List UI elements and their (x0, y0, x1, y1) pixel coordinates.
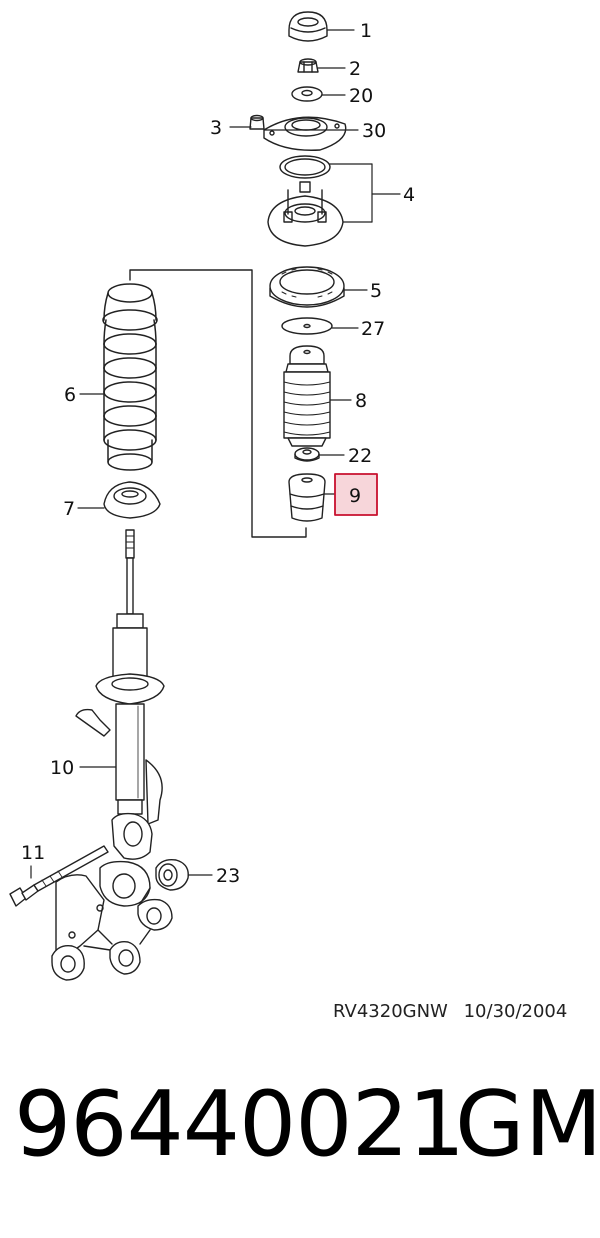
brand-name: GM (455, 1072, 600, 1177)
callout-30[interactable]: 30 (362, 120, 386, 142)
part-small-nut (249, 114, 265, 130)
part-knuckle (51, 708, 173, 981)
part-spring-seat (103, 481, 161, 519)
part-bearing (269, 266, 345, 308)
callout-4[interactable]: 4 (403, 184, 415, 206)
callout-20[interactable]: 20 (349, 85, 373, 107)
part-upper-plate (263, 116, 347, 151)
callout-27[interactable]: 27 (361, 318, 385, 340)
callout-10[interactable]: 10 (50, 757, 74, 779)
part-cap (288, 11, 328, 42)
drawing-date: 10/30/2004 (463, 1001, 568, 1022)
part-shock-absorber (95, 529, 165, 815)
callout-7[interactable]: 7 (63, 498, 75, 520)
suspension-exploded-diagram: 1 2 20 3 30 4 5 27 6 8 22 7 9 10 11 23 (9, 11, 415, 981)
part-number: 96440021 (14, 1072, 465, 1177)
callout-8[interactable]: 8 (355, 390, 367, 412)
callout-2[interactable]: 2 (349, 58, 361, 80)
part-bushing (155, 858, 189, 891)
part-spacer-washer (294, 447, 320, 462)
part-dust-boot (283, 345, 331, 447)
callout-9[interactable]: 9 (349, 485, 361, 507)
highlight-box (334, 473, 378, 516)
part-bump-stop (288, 473, 326, 522)
callout-5[interactable]: 5 (370, 280, 382, 302)
group-bracket (129, 269, 307, 538)
drawing-reference: RV4320GNW 10/30/2004 (333, 1001, 577, 1022)
callout-11[interactable]: 11 (21, 842, 45, 864)
part-nut (297, 58, 319, 73)
callout-23[interactable]: 23 (216, 865, 240, 887)
part-strut-mount (267, 155, 344, 247)
part-bolt (9, 845, 109, 907)
callout-6[interactable]: 6 (64, 384, 76, 406)
callout-3[interactable]: 3 (210, 117, 222, 139)
part-coil-spring (102, 283, 158, 471)
drawing-code: RV4320GNW (333, 1001, 448, 1022)
callout-1[interactable]: 1 (360, 20, 372, 42)
callout-22[interactable]: 22 (348, 445, 372, 467)
part-disc-washer (281, 317, 333, 335)
part-washer-top (291, 86, 323, 102)
leader-lines (30, 29, 401, 879)
